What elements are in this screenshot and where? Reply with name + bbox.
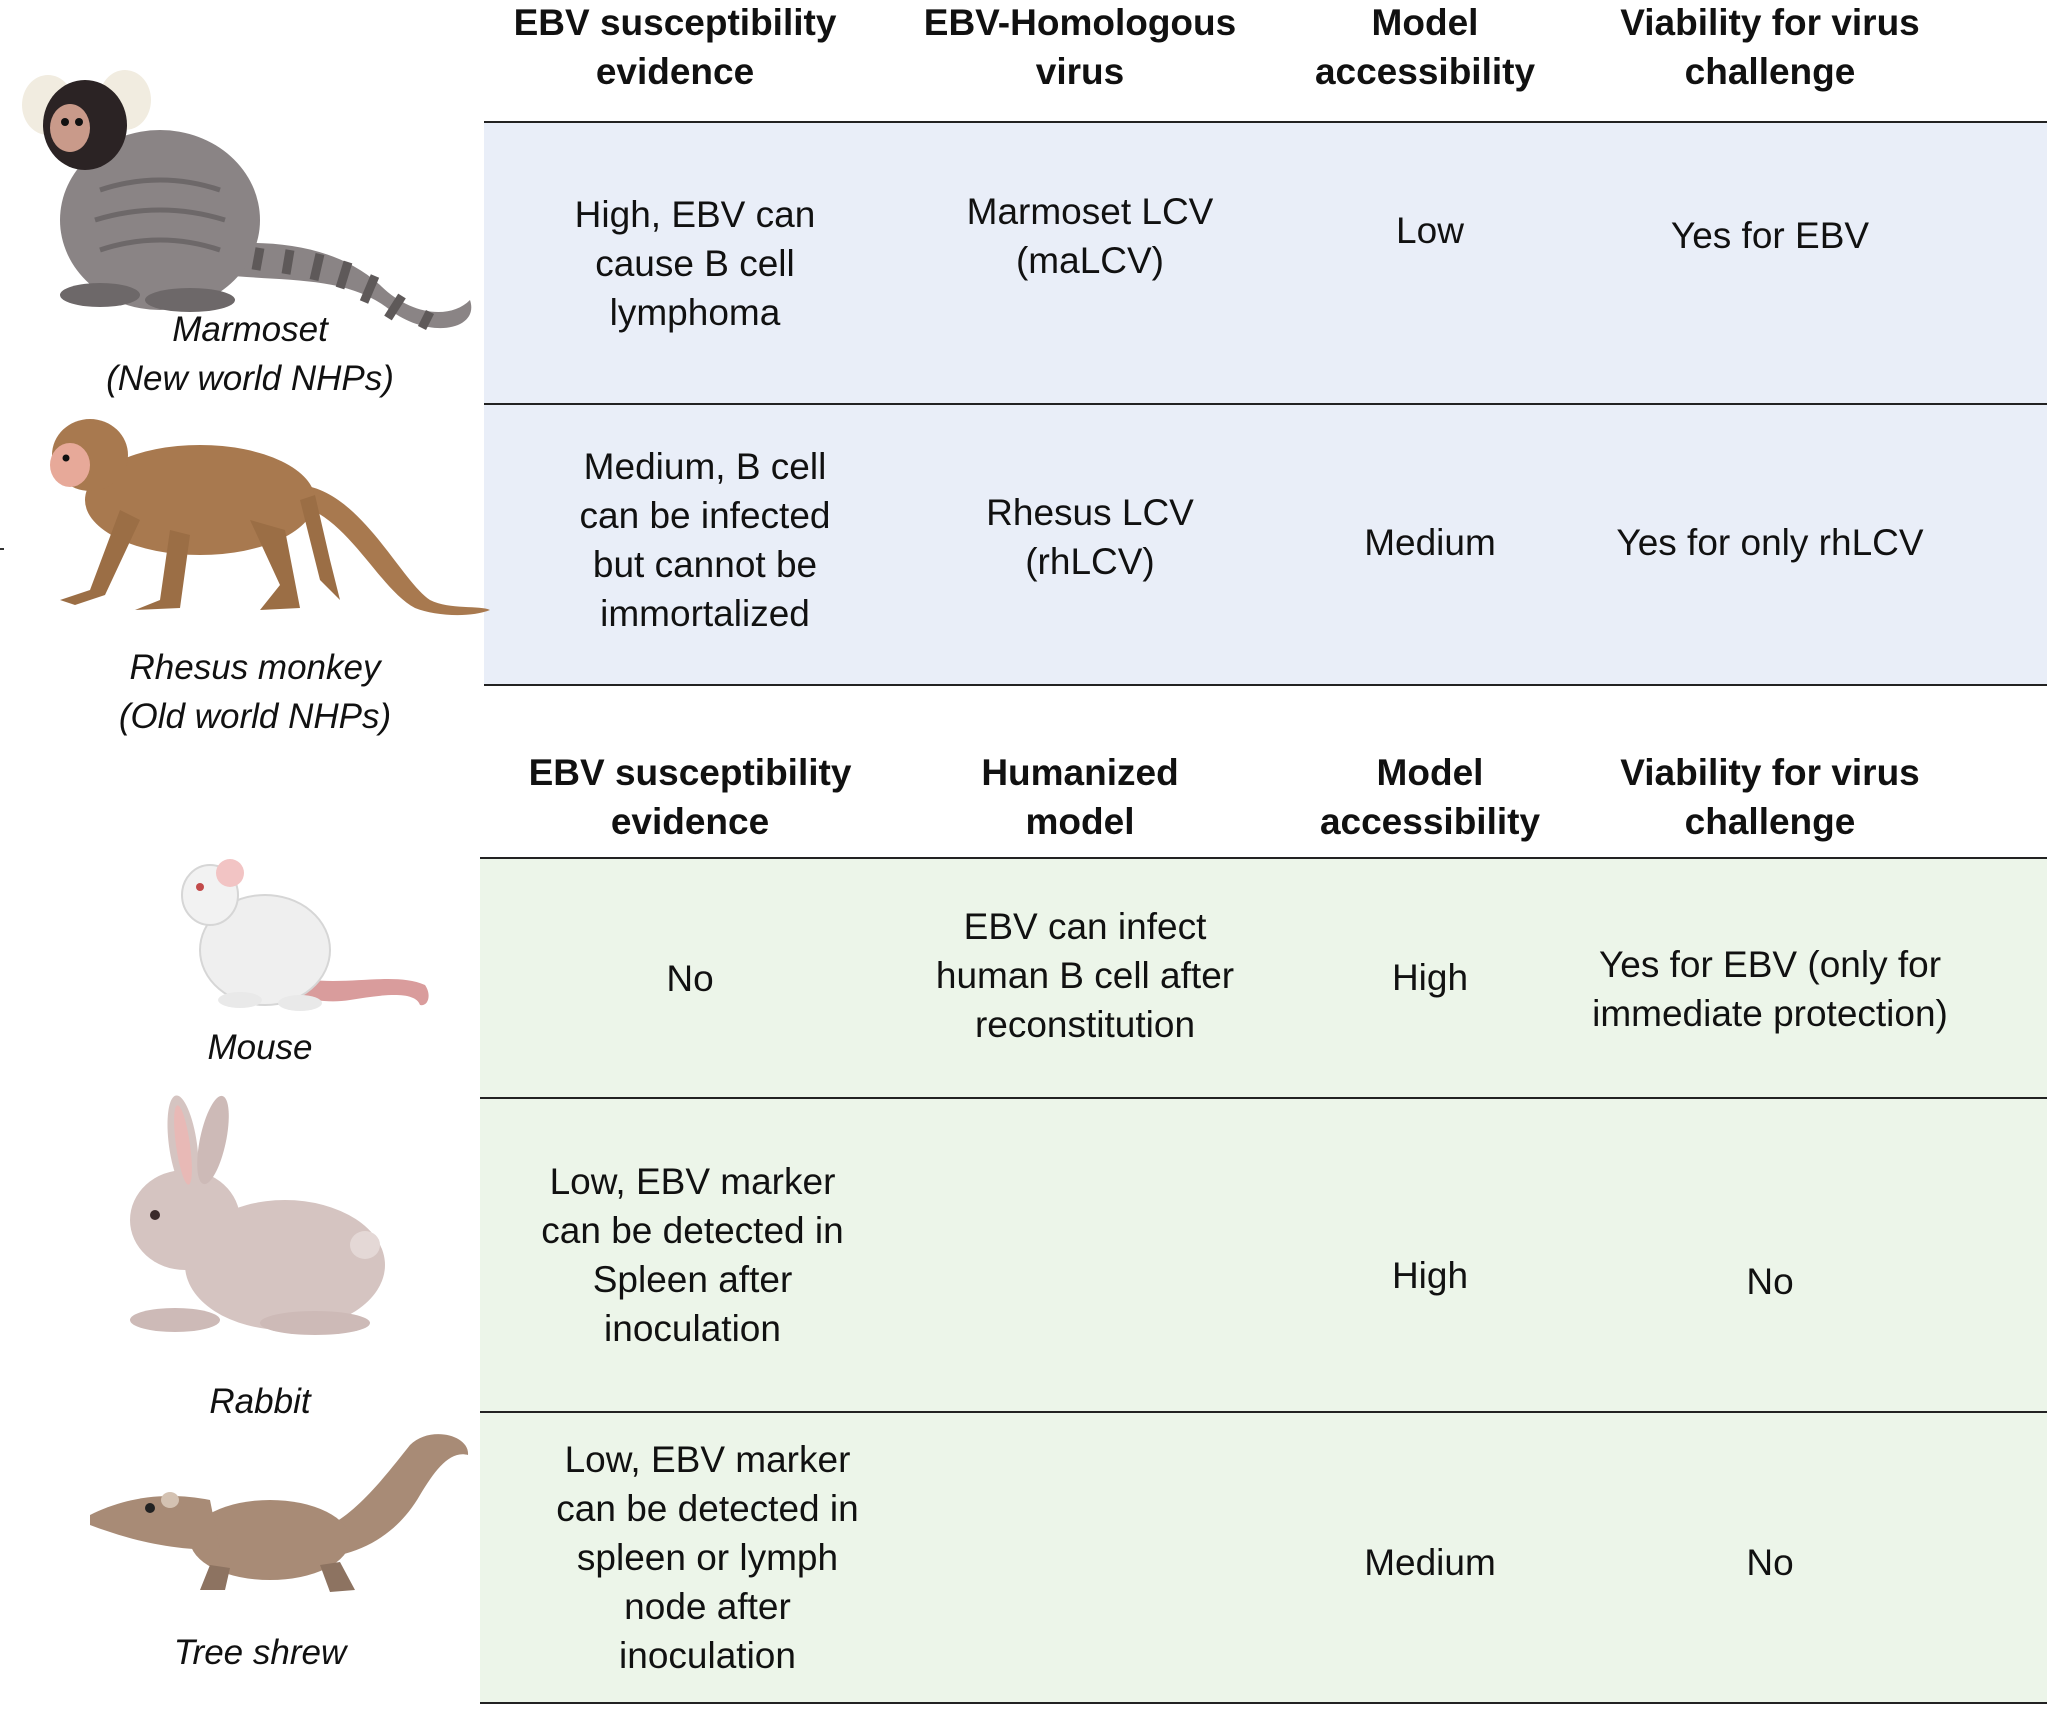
cell-humanized-model [885,1099,1285,1411]
row-divider [480,1097,2047,1099]
header-viability: Viability for virus challenge [1620,752,1920,842]
small-animal-band [480,859,2047,1702]
header-humanized-model: Humanized model [981,752,1179,842]
cell-susceptibility: Low, EBV marker can be detected in splee… [556,1439,859,1676]
cell-virus: Rhesus LCV (rhLCV) [986,492,1194,582]
header-homologous-virus: EBV-Homologous virus [923,2,1237,92]
cell-accessibility: Low [1396,210,1464,251]
cell-viability: Yes for only rhLCV [1616,521,1924,563]
row-divider [480,1411,2047,1413]
cell-humanized-model [885,1413,1285,1702]
tree-shrew-icon [90,1434,469,1592]
header-susceptibility: EBV susceptibility evidence [513,2,837,92]
cell-viability: Yes for EBV (only for immediate protecti… [1592,944,1948,1034]
mouse-icon [181,859,429,1011]
cell-viability: No [1746,1541,1794,1583]
cell-susceptibility: No [666,957,714,999]
cell-accessibility: Medium [1364,1541,1496,1583]
header-accessibility: Model accessibility [1319,752,1541,842]
cell-susceptibility: Low, EBV marker can be detected in Splee… [541,1161,844,1349]
cell-accessibility: Medium [1364,521,1496,563]
animal-name-marmoset: Marmoset (New world NHPs) [106,310,394,398]
header-rule [484,121,2047,123]
animal-name-rhesus-monkey: Rhesus monkey (Old world NHPs) [118,648,392,736]
header-rule [480,857,2047,859]
cell-viability: Yes for EBV [1670,215,1870,256]
edge-mark [0,548,4,550]
cell-humanized-model: EBV can infect human B cell after recons… [935,905,1235,1045]
cell-susceptibility: High, EBV can cause B cell lymphoma [574,193,816,333]
animal-name-rabbit: Rabbit [209,1382,311,1421]
row-divider [484,403,2047,405]
cell-accessibility: High [1391,1254,1469,1296]
header-accessibility: Model accessibility [1314,2,1536,92]
rhesus-monkey-icon [50,419,490,616]
marmoset-icon [22,70,472,331]
cell-virus: Marmoset LCV (maLCV) [966,190,1214,281]
cell-susceptibility: Medium, B cell can be infected but canno… [579,446,831,634]
header-susceptibility: EBV susceptibility evidence [528,752,852,842]
section-rule [484,684,2047,686]
bottom-rule [480,1702,2047,1704]
animal-name-tree-shrew: Tree shrew [173,1633,347,1672]
cell-accessibility: High [1391,956,1469,998]
rabbit-icon [130,1095,385,1335]
header-viability: Viability for virus challenge [1620,2,1920,92]
animal-name-mouse: Mouse [207,1028,313,1067]
cell-viability: No [1746,1260,1794,1302]
